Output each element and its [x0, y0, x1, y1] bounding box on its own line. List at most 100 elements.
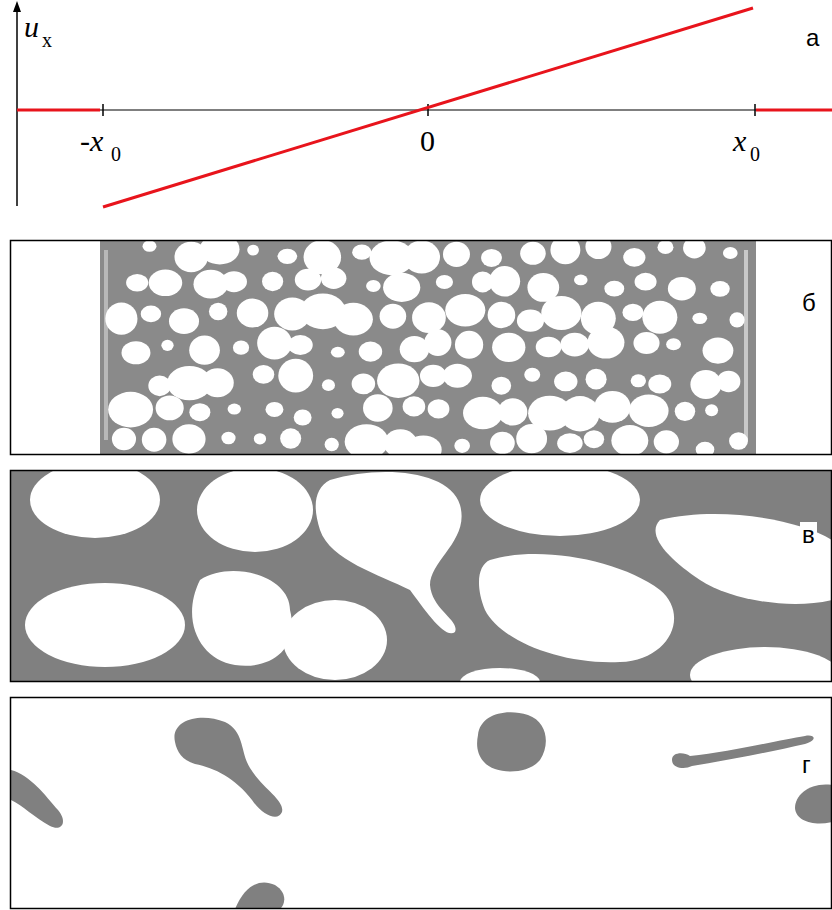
- white-droplet: [403, 396, 426, 416]
- white-droplet: [611, 425, 648, 454]
- white-droplet: [443, 242, 470, 267]
- white-droplet: [491, 377, 511, 395]
- white-droplet: [325, 438, 339, 451]
- white-droplet: [331, 408, 343, 418]
- white-droplet: [657, 241, 673, 254]
- gray-domain: [235, 882, 284, 909]
- white-droplet: [516, 424, 547, 453]
- white-droplet: [675, 402, 695, 421]
- white-droplet: [334, 303, 373, 336]
- axis-subscript: x: [42, 30, 52, 50]
- white-droplet: [622, 304, 643, 321]
- tick: [102, 104, 104, 116]
- white-droplet: [683, 241, 706, 258]
- white-droplet: [363, 394, 393, 422]
- white-droplet: [161, 340, 173, 351]
- white-droplet: [560, 333, 589, 357]
- white-droplet: [345, 424, 389, 454]
- white-droplet: [142, 428, 167, 452]
- tick-label: 0: [420, 126, 435, 156]
- white-droplet: [690, 370, 721, 399]
- white-droplet: [455, 331, 483, 359]
- tick: [754, 104, 756, 116]
- white-droplet: [221, 432, 235, 445]
- white-droplet: [454, 439, 470, 453]
- white-droplet: [729, 432, 748, 450]
- white-droplet: [498, 398, 527, 425]
- axis-arrow: [13, 1, 21, 12]
- white-droplet: [550, 241, 580, 264]
- white-droplet: [108, 392, 153, 428]
- white-droplet: [237, 299, 269, 328]
- white-droplet: [524, 368, 540, 382]
- white-droplet: [247, 245, 259, 256]
- white-droplet: [520, 242, 546, 265]
- white-droplet: [412, 302, 446, 333]
- white-droplet: [377, 364, 419, 398]
- panel-b: [11, 234, 832, 464]
- white-droplet: [200, 241, 240, 265]
- white-droplet: [257, 327, 292, 360]
- white-droplet: [489, 266, 520, 297]
- white-droplet: [253, 365, 275, 384]
- white-domain: [479, 554, 674, 662]
- white-droplet: [729, 312, 744, 327]
- white-domain: [197, 471, 313, 552]
- white-droplet: [710, 281, 729, 297]
- white-droplet: [692, 313, 707, 324]
- white-droplet: [623, 248, 645, 267]
- white-droplet: [156, 395, 184, 420]
- white-droplet: [541, 296, 581, 330]
- white-droplet: [294, 409, 312, 425]
- white-droplet: [383, 273, 420, 302]
- white-droplet: [105, 303, 137, 335]
- white-droplet: [574, 275, 588, 286]
- white-droplet: [420, 365, 447, 387]
- white-droplet: [654, 430, 679, 453]
- gray-region: [100, 241, 756, 454]
- white-droplet: [288, 335, 313, 355]
- white-droplet: [635, 273, 657, 291]
- white-droplet: [221, 271, 247, 292]
- white-droplet: [278, 359, 313, 393]
- white-droplet: [331, 347, 345, 358]
- white-droplet: [481, 249, 502, 267]
- white-droplet: [280, 428, 301, 448]
- white-droplet: [122, 341, 151, 364]
- white-domain: [283, 600, 387, 680]
- y-axis: [16, 8, 18, 206]
- edge-highlight: [744, 250, 748, 440]
- white-droplet: [436, 275, 453, 289]
- white-droplet: [295, 269, 321, 291]
- white-droplet: [141, 306, 161, 323]
- white-droplet: [322, 379, 335, 391]
- white-droplet: [233, 340, 249, 354]
- white-droplet: [586, 369, 607, 390]
- gray-domain: [477, 712, 546, 771]
- gray-domain: [11, 770, 63, 828]
- panel-letter: в: [800, 522, 817, 548]
- white-domain: [690, 647, 831, 681]
- white-droplet: [554, 372, 577, 392]
- tick-subscript: 0: [111, 144, 121, 164]
- white-droplet: [189, 403, 210, 421]
- white-droplet: [352, 245, 371, 260]
- white-droplet: [488, 302, 516, 328]
- gray-domain: [795, 785, 831, 824]
- panel-g: [11, 698, 832, 910]
- white-droplet: [557, 433, 582, 453]
- axis-label: u: [24, 12, 39, 42]
- white-droplet: [536, 337, 562, 358]
- white-droplet: [445, 294, 485, 326]
- white-droplet: [587, 327, 624, 359]
- panel-frame: [11, 698, 832, 909]
- white-droplet: [405, 435, 442, 454]
- white-droplet: [668, 277, 696, 301]
- white-droplet: [262, 272, 283, 291]
- white-droplet: [585, 241, 611, 259]
- white-droplet: [443, 364, 472, 388]
- panel-frame: [11, 241, 832, 455]
- white-droplet: [517, 310, 544, 332]
- white-droplet: [633, 332, 659, 354]
